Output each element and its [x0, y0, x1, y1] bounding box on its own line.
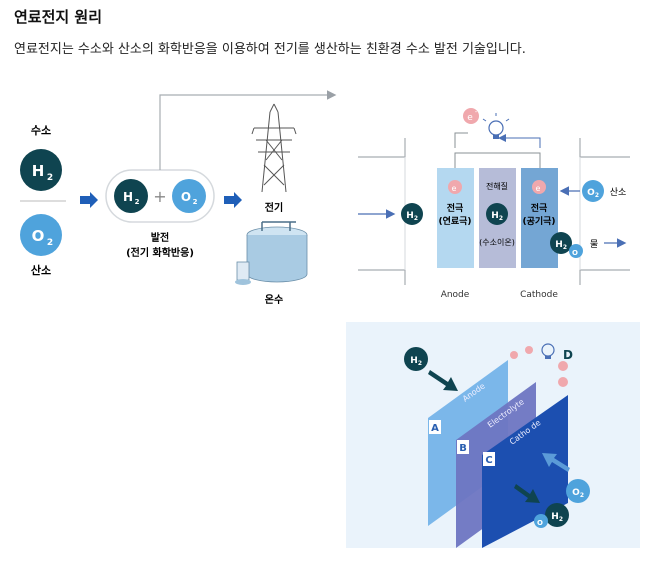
svg-text:O: O	[181, 190, 191, 204]
svg-text:O: O	[572, 249, 578, 257]
o2-molecule-icon: O 2	[566, 479, 590, 503]
hot-water-label: 온수	[265, 294, 283, 306]
hot-water-tank-icon	[235, 221, 308, 285]
reaction-title: 발전	[151, 231, 169, 244]
electron-icon	[510, 351, 518, 359]
svg-text:2: 2	[47, 238, 53, 248]
reaction-subtitle: (전기 화학반응)	[126, 246, 194, 259]
svg-text:e: e	[467, 113, 473, 123]
electron-icon: e	[448, 180, 462, 194]
page-title: 연료전지 원리	[14, 8, 103, 26]
hydrogen-label: 수소	[31, 124, 51, 137]
output-connector-arrow	[159, 90, 337, 170]
electron-icon	[525, 346, 533, 354]
electron-icon: e -	[463, 108, 479, 124]
power-tower-icon	[251, 103, 297, 193]
cathode-label: Cathode	[520, 290, 558, 300]
svg-text:2: 2	[559, 516, 563, 523]
electron-icon	[558, 361, 568, 371]
arrow-in-icon	[428, 370, 458, 391]
plate-a-label: A	[431, 423, 439, 434]
water-output-label: 물	[590, 239, 598, 250]
svg-text:2: 2	[193, 198, 198, 206]
svg-text:O: O	[572, 488, 580, 498]
water-molecule-icon: H 2 O	[550, 232, 583, 258]
svg-text:H: H	[32, 162, 45, 180]
svg-text:H: H	[491, 211, 499, 221]
plate-b-label: B	[459, 443, 467, 454]
plate-a-badge	[429, 420, 441, 434]
svg-text:+: +	[153, 187, 166, 206]
page-subtitle: 연료전지는 수소와 산소의 화학반응을 이용하여 전기를 생산하는 친환경 수소…	[14, 42, 526, 57]
svg-text:2: 2	[135, 198, 140, 206]
svg-text:e: e	[452, 184, 457, 193]
svg-text:-: -	[475, 108, 478, 116]
h2-molecule-icon: H 2	[486, 203, 508, 225]
svg-text:H: H	[123, 190, 133, 204]
svg-text:O: O	[537, 519, 543, 527]
cathode-electrode-sublabel: (공기극)	[522, 215, 555, 227]
light-bulb-icon	[541, 343, 555, 359]
plate-b-badge	[457, 440, 469, 454]
o2-molecule-icon: O 2	[582, 180, 604, 202]
isometric-cell-panel: Anode Electrolyte Catho de A B C H 2 D O	[346, 322, 640, 548]
arrow-in-icon	[542, 453, 570, 472]
svg-text:2: 2	[418, 360, 422, 367]
svg-text:2: 2	[47, 173, 53, 183]
svg-text:2: 2	[580, 492, 584, 499]
plate-c-label: C	[485, 455, 492, 466]
svg-text:2: 2	[563, 244, 567, 251]
anode-electrode-label: 전극	[447, 202, 464, 214]
label-d: D	[563, 348, 573, 362]
arrow-right-icon	[80, 192, 98, 208]
electron-icon: e	[532, 180, 546, 194]
plate-c-badge	[483, 452, 495, 466]
electrolyte-label: 전해질	[486, 181, 508, 191]
svg-text:O: O	[32, 227, 45, 245]
svg-text:H: H	[555, 240, 563, 250]
h2-molecule-icon: H 2	[401, 203, 423, 225]
arrow-right-icon	[224, 192, 242, 208]
oxygen-label: 산소	[31, 263, 51, 277]
h2-molecule-icon: H 2	[404, 347, 428, 371]
svg-text:2: 2	[595, 192, 599, 199]
light-bulb-icon	[482, 113, 510, 139]
fuel-cell-schematic: e - H 2 e 전극 (연료극) 전해질 H 2 (수소	[358, 108, 630, 300]
svg-text:H: H	[410, 356, 418, 366]
arrow-out-icon	[514, 484, 540, 503]
o2-molecule-icon: O 2	[20, 214, 62, 256]
cathode-electrode-label: 전극	[531, 202, 548, 214]
anode-label: Anode	[441, 290, 470, 300]
electron-icon	[558, 377, 568, 387]
proton-label: (수소이온)	[479, 237, 515, 247]
svg-text:H: H	[551, 512, 559, 522]
electricity-label: 전기	[265, 201, 283, 214]
svg-text:O: O	[587, 188, 595, 198]
left-process: 수소 H 2 O 2 산소 H 2 + O 2 발전 (전기 화학반응)	[20, 90, 337, 306]
reaction-capsule: H 2 + O 2	[105, 169, 215, 223]
h2-molecule-icon: H 2	[20, 149, 62, 191]
svg-text:2: 2	[499, 215, 503, 222]
svg-text:H: H	[406, 211, 414, 221]
water-molecule-icon: H 2 O	[534, 503, 569, 528]
oxygen-input-label: 산소	[610, 187, 627, 198]
svg-text:e: e	[536, 184, 541, 193]
svg-text:2: 2	[414, 215, 418, 222]
anode-electrode-sublabel: (연료극)	[438, 216, 471, 227]
